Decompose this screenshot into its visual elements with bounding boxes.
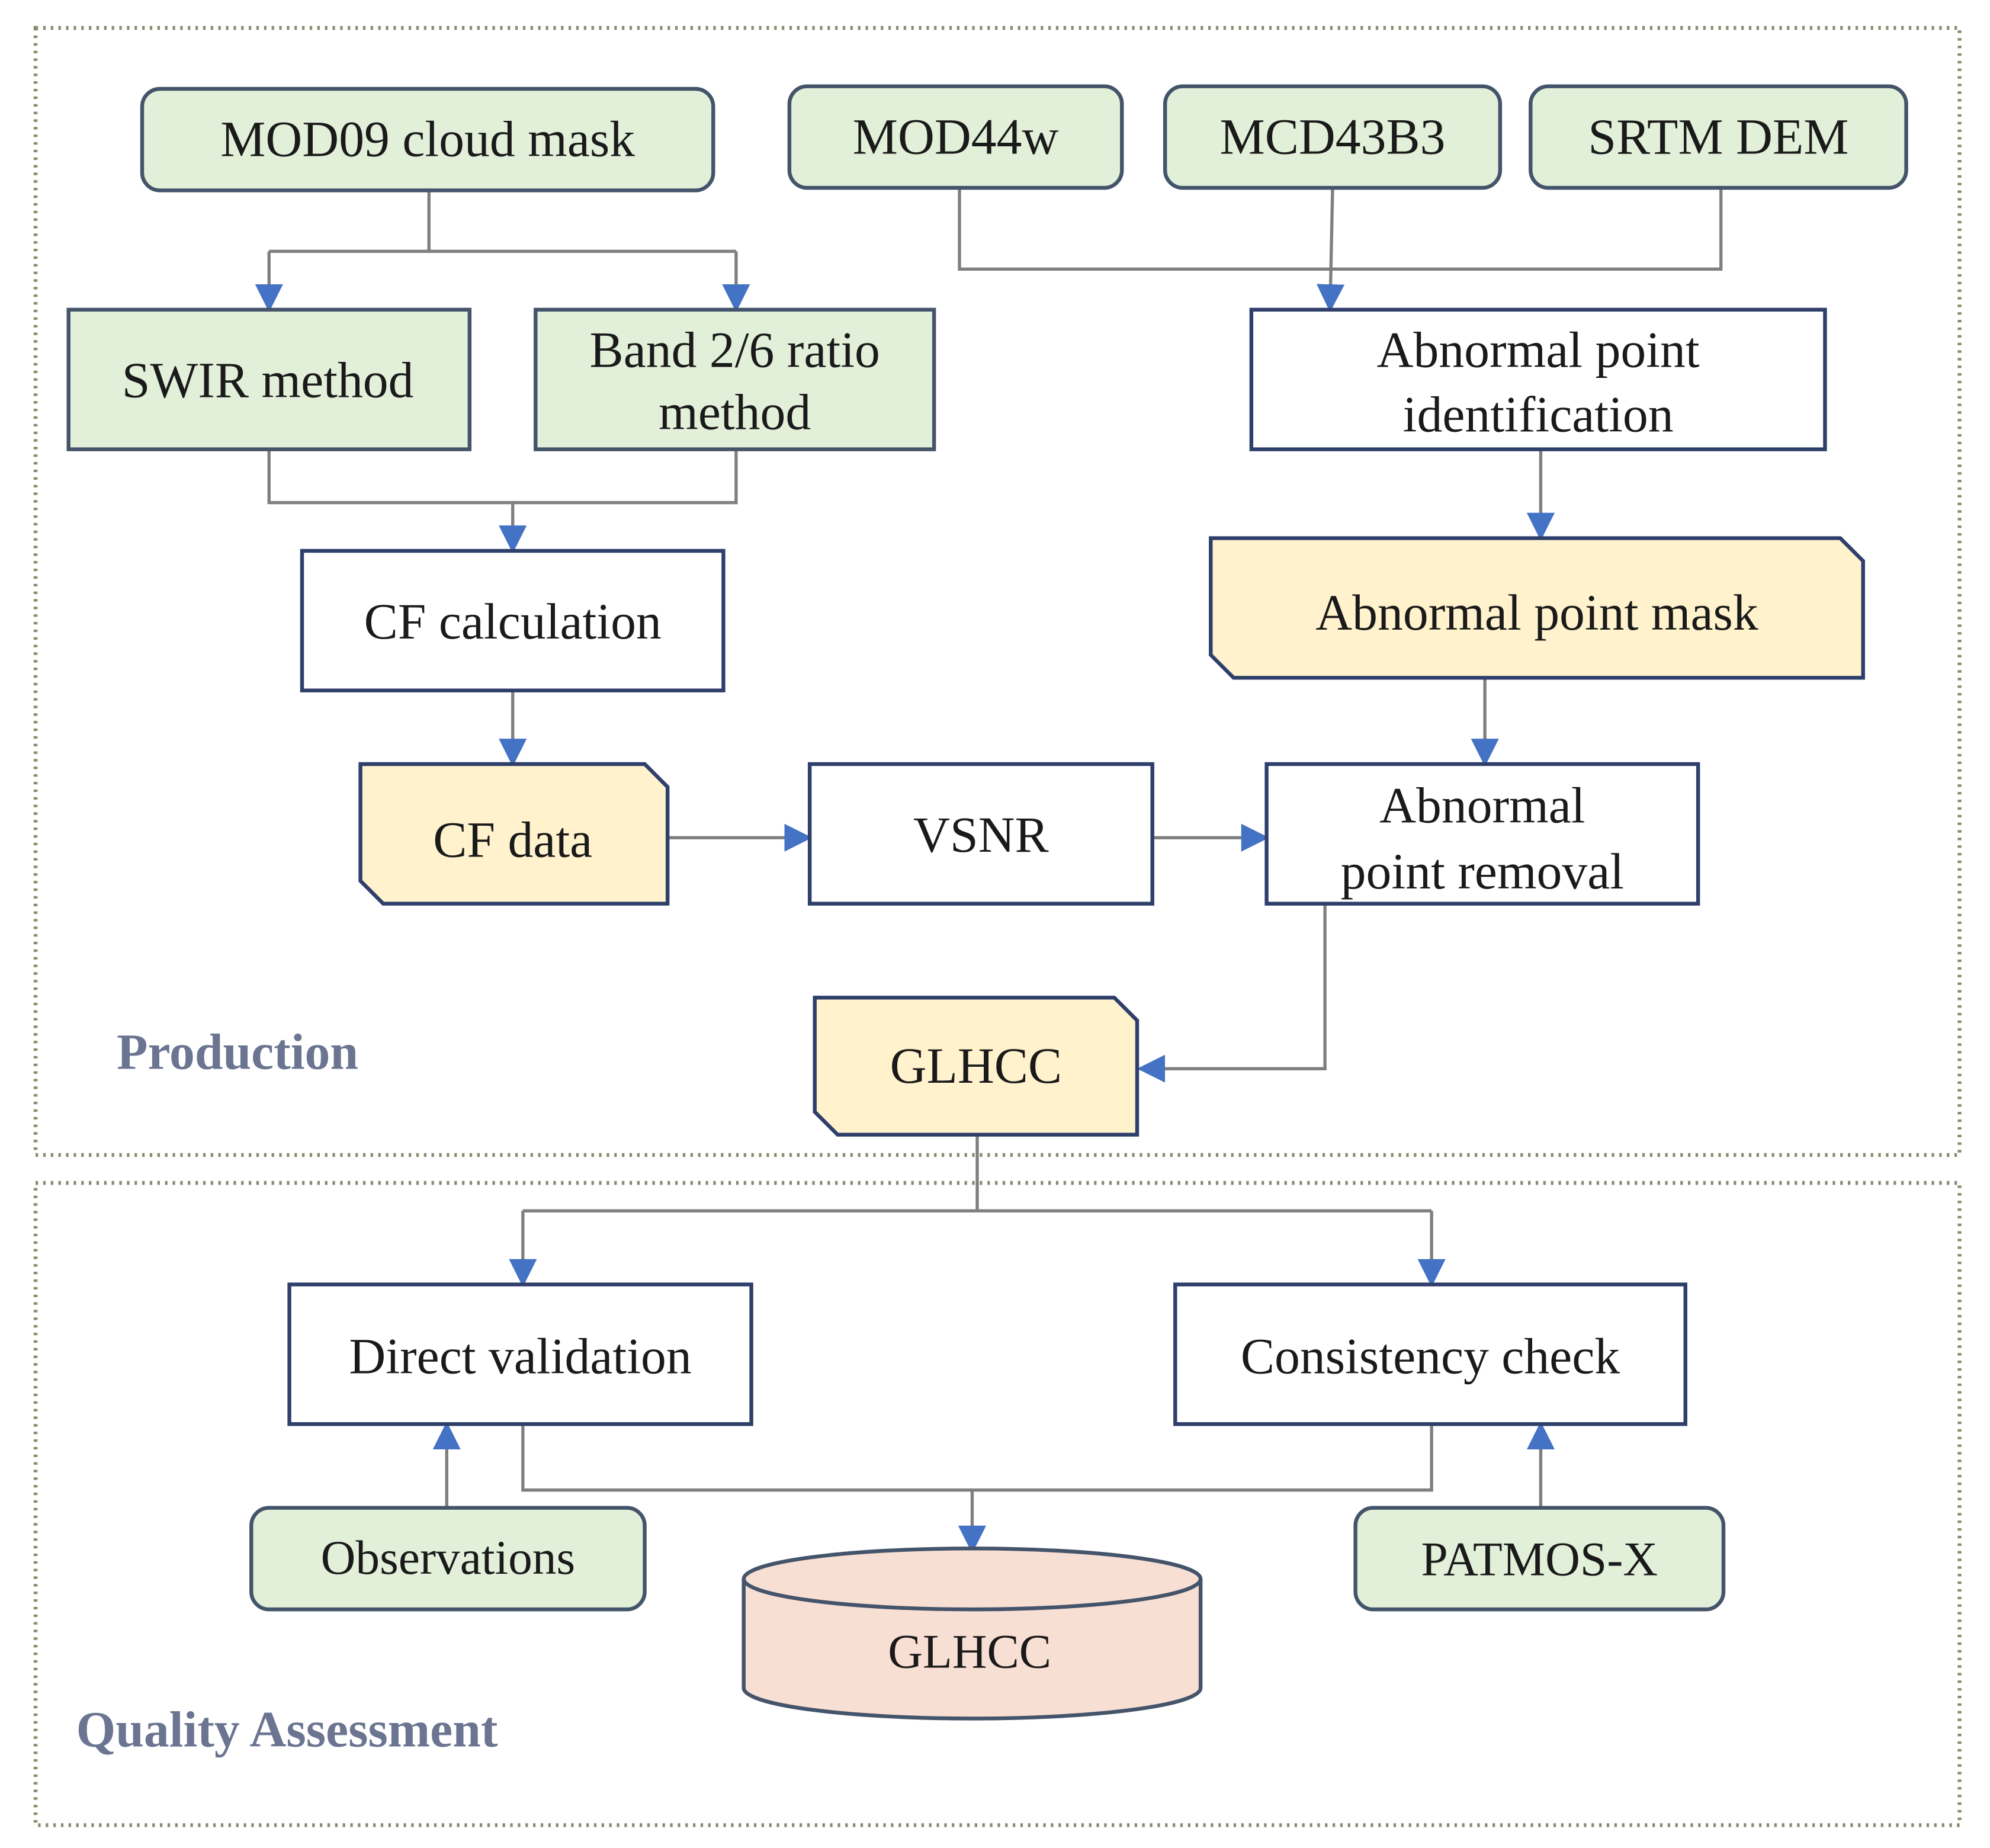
- svg-text:MCD43B3: MCD43B3: [1220, 108, 1446, 165]
- svg-text:Observations: Observations: [321, 1531, 576, 1584]
- svg-text:method: method: [659, 384, 811, 440]
- node-swir-method: SWIR method: [66, 307, 472, 451]
- connector-qa-merge: [521, 1424, 1433, 1492]
- svg-text:Abnormal point mask: Abnormal point mask: [1315, 585, 1758, 641]
- svg-text:CF calculation: CF calculation: [364, 593, 662, 650]
- svg-text:Direct validation: Direct validation: [349, 1329, 691, 1385]
- node-patmos-x: PATMOS-X: [1353, 1506, 1726, 1612]
- connector-mod09-split: [269, 190, 736, 253]
- connector-methods-merge: [267, 449, 738, 505]
- svg-text:SRTM DEM: SRTM DEM: [1588, 108, 1848, 165]
- svg-text:PATMOS-X: PATMOS-X: [1421, 1532, 1658, 1586]
- node-consistency-check: Consistency check: [1173, 1282, 1687, 1426]
- quality-assessment-label: Quality Assessment: [76, 1702, 498, 1758]
- node-mod44w: MOD44w: [787, 84, 1124, 190]
- node-cf-data: CF data: [358, 762, 670, 906]
- svg-text:SWIR method: SWIR method: [122, 352, 414, 409]
- arrow-to-abnormal-id: [1317, 188, 1345, 313]
- svg-text:GLHCC: GLHCC: [890, 1038, 1062, 1094]
- node-direct-validation: Direct validation: [287, 1282, 753, 1426]
- node-observations: Observations: [249, 1506, 647, 1612]
- svg-text:Abnormal: Abnormal: [1379, 778, 1585, 834]
- svg-text:identification: identification: [1403, 387, 1674, 443]
- svg-text:GLHCC: GLHCC: [888, 1625, 1051, 1679]
- node-band-ratio-method: Band 2/6 ratio method: [534, 307, 936, 451]
- production-frame: [33, 25, 1962, 1157]
- production-label: Production: [117, 1024, 358, 1080]
- node-mcd43b3: MCD43B3: [1163, 84, 1503, 190]
- node-vsnr: VSNR: [807, 762, 1154, 906]
- connector-glhcc-split: [522, 1134, 1432, 1212]
- svg-text:Band 2/6 ratio: Band 2/6 ratio: [590, 322, 880, 378]
- node-cf-calculation: CF calculation: [300, 548, 726, 692]
- node-abnormal-point-removal: Abnormal point removal: [1264, 762, 1700, 906]
- node-srtm-dem: SRTM DEM: [1529, 84, 1908, 190]
- svg-text:Abnormal point: Abnormal point: [1377, 322, 1700, 378]
- connector-inputs-merge: [958, 188, 1723, 271]
- node-glhcc-output: GLHCC: [813, 996, 1140, 1137]
- svg-text:MOD44w: MOD44w: [853, 108, 1059, 165]
- svg-text:point removal: point removal: [1341, 843, 1624, 900]
- node-glhcc-database: GLHCC: [742, 1547, 1203, 1721]
- node-abnormal-point-identification: Abnormal point identification: [1249, 307, 1827, 451]
- node-abnormal-point-mask: Abnormal point mask: [1209, 536, 1865, 680]
- svg-text:VSNR: VSNR: [913, 807, 1049, 863]
- node-mod09-cloud-mask: MOD09 cloud mask: [140, 86, 715, 192]
- svg-text:Consistency check: Consistency check: [1241, 1329, 1620, 1385]
- quality-assessment-frame: [33, 1180, 1962, 1827]
- svg-text:MOD09 cloud mask: MOD09 cloud mask: [220, 111, 635, 168]
- svg-text:CF data: CF data: [433, 811, 592, 868]
- arrow-removal-to-glhcc: [1137, 903, 1327, 1083]
